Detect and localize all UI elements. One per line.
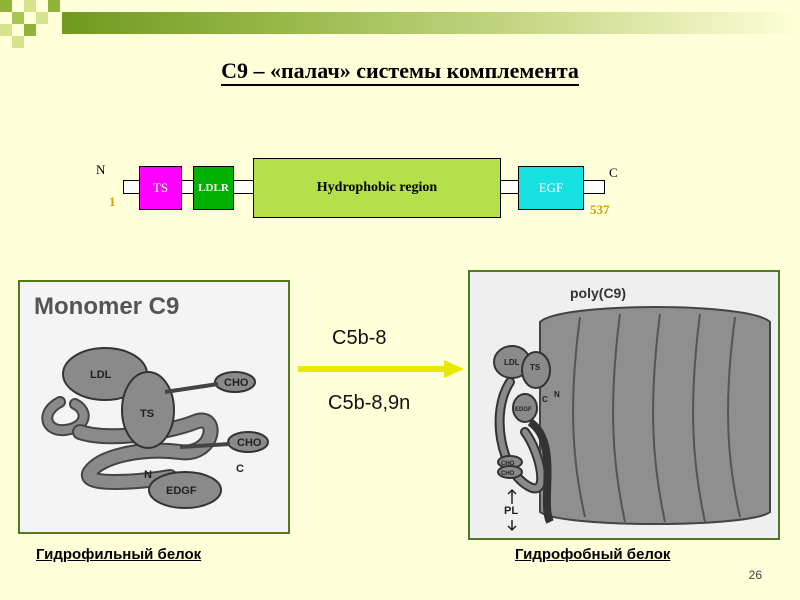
polymer-heading: poly(C9) xyxy=(570,285,626,301)
title-banner xyxy=(62,12,800,34)
monomer-ts-label: TS xyxy=(140,408,154,420)
reaction-bottom-label: C5b-8,9n xyxy=(328,392,411,414)
polymer-cho-label-2: CHO xyxy=(501,471,515,477)
polymer-pl-label: PL xyxy=(504,505,518,517)
right-caption: Гидрофобный белок xyxy=(515,546,671,563)
end-residue-label: 537 xyxy=(590,202,610,217)
monomer-c-label: C xyxy=(236,463,244,475)
reaction-arrow xyxy=(298,360,464,378)
monomer-cho-label-2: CHO xyxy=(237,437,262,449)
monomer-egf-label: EDGF xyxy=(166,485,197,497)
polymer-n-label: N xyxy=(554,390,560,399)
slide-title: C9 – «палач» системы комплемента xyxy=(0,58,800,86)
monomer-cho-label-1: CHO xyxy=(224,377,249,389)
domain-egf: EGF xyxy=(518,166,584,210)
monomer-heading: Monomer C9 xyxy=(34,293,179,320)
decor-square xyxy=(12,36,24,48)
slide-title-text: C9 – «палач» системы комплемента xyxy=(221,58,579,86)
polymer-cho-label-1: CHO xyxy=(501,461,515,467)
decor-square xyxy=(0,24,12,36)
domain-ldlr: LDLR xyxy=(193,166,234,210)
start-residue-label: 1 xyxy=(109,194,116,209)
decor-square xyxy=(36,12,48,24)
domain-ts: TS xyxy=(139,166,182,210)
page-number: 26 xyxy=(748,568,762,582)
polymer-illustration: poly(C9) LDL TS xyxy=(470,272,778,538)
decor-square xyxy=(0,0,12,12)
polymer-ldl-label: LDL xyxy=(504,358,520,367)
polymer-figure: poly(C9) LDL TS xyxy=(468,270,780,540)
monomer-n-label: N xyxy=(144,469,152,481)
decor-square xyxy=(12,12,24,24)
monomer-ldl-label: LDL xyxy=(90,369,112,381)
polymer-egf-label: EDGF xyxy=(515,407,532,413)
c-terminus-label: C xyxy=(609,165,618,180)
membrane-arrows xyxy=(507,488,517,532)
domain-hydrophobic: Hydrophobic region xyxy=(253,158,501,218)
n-terminus-label: N xyxy=(96,162,106,177)
decor-square xyxy=(48,0,60,12)
monomer-figure: Monomer C9 LDL TS CHO CHO N xyxy=(18,280,290,534)
decor-square xyxy=(24,0,36,12)
polymer-c-label: C xyxy=(542,395,548,404)
monomer-illustration: Monomer C9 LDL TS CHO CHO N xyxy=(20,282,288,532)
polymer-ts-label: TS xyxy=(530,363,541,372)
decor-square xyxy=(24,24,36,36)
left-caption: Гидрофильный белок xyxy=(36,546,202,563)
reaction-top-label: C5b-8 xyxy=(332,327,387,349)
